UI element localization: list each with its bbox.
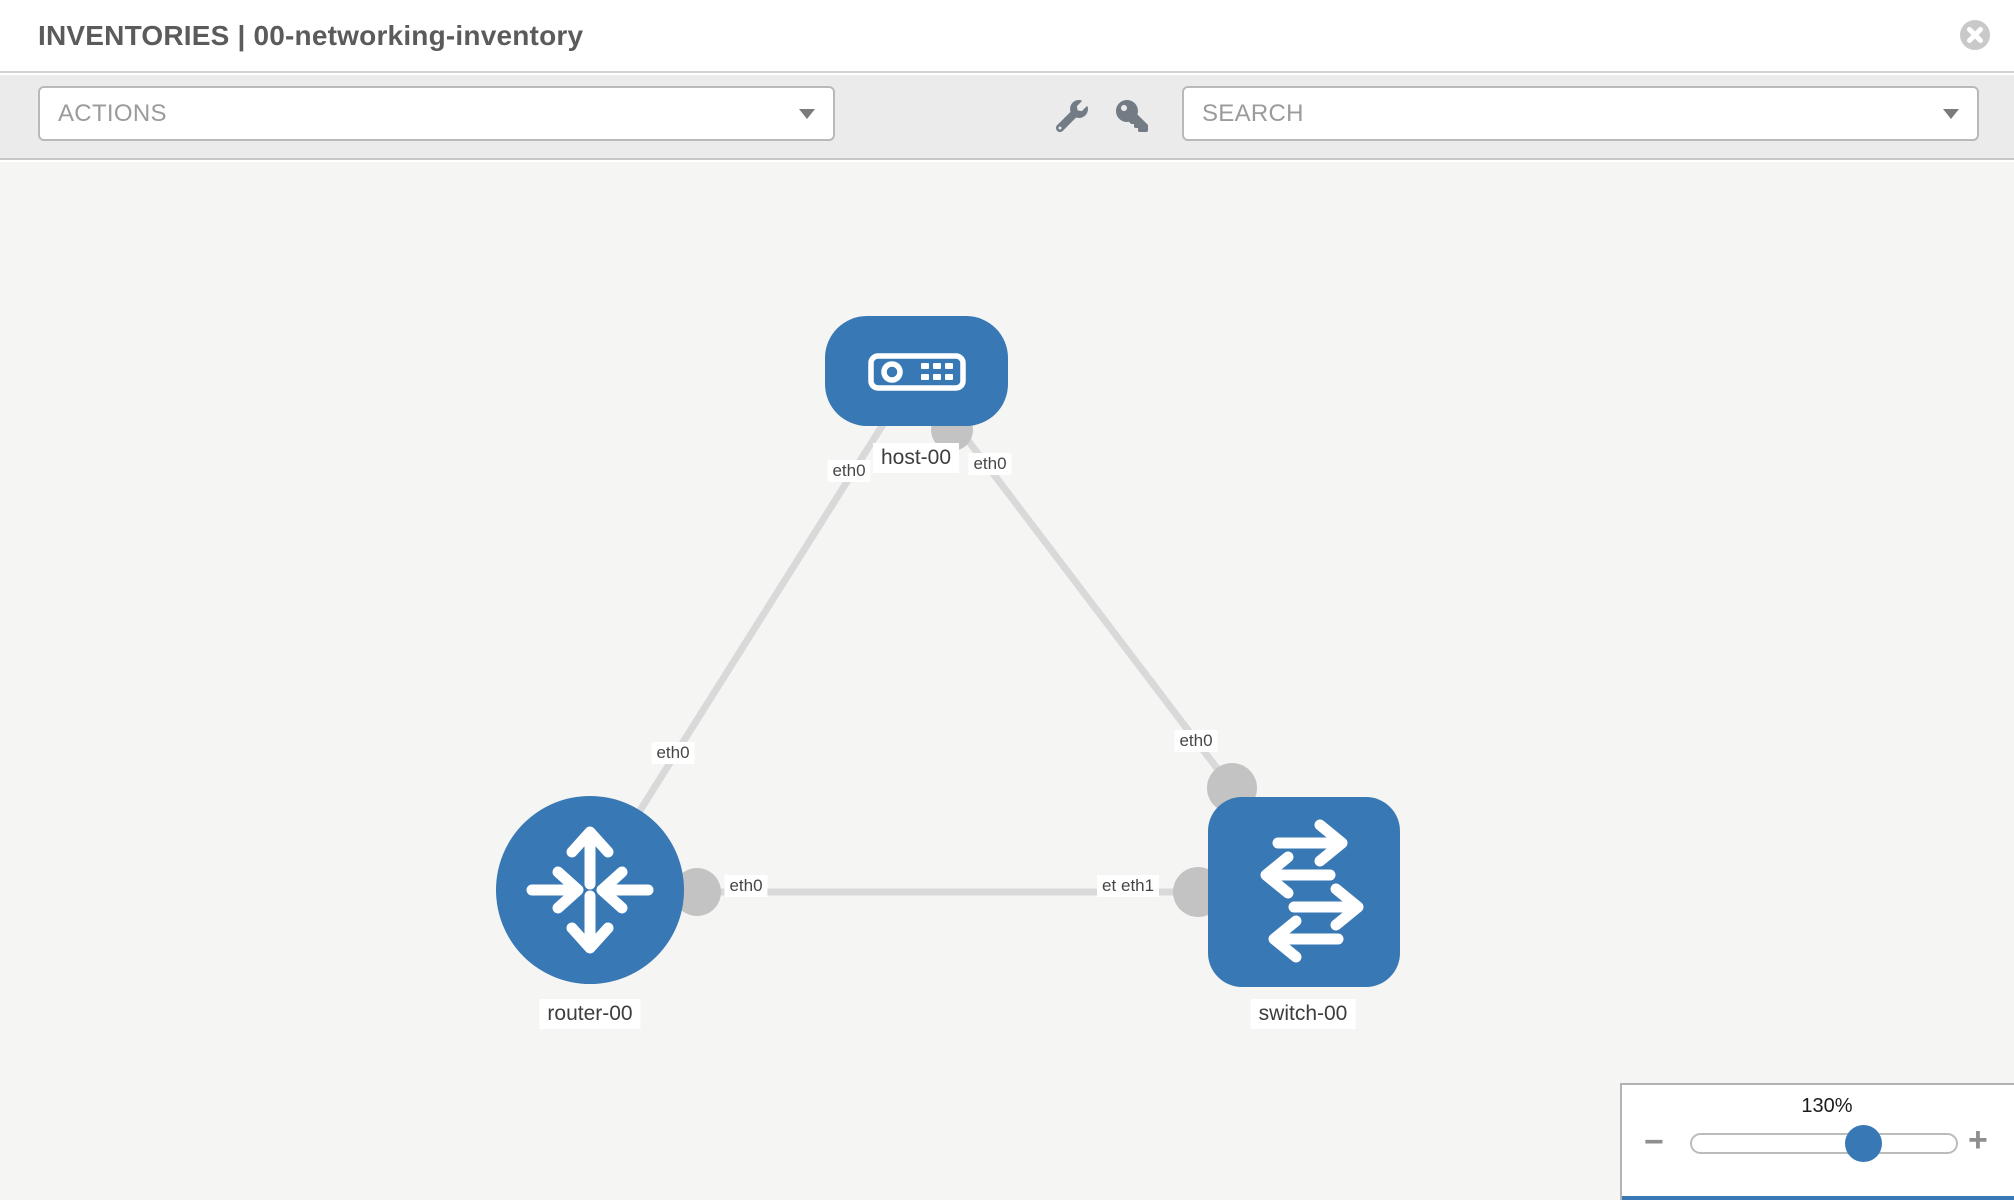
- interface-label: eth0: [651, 742, 695, 764]
- interface-label: eth0: [827, 460, 871, 482]
- search-dropdown[interactable]: SEARCH: [1182, 86, 1979, 141]
- zoom-panel: 130% − +: [1620, 1083, 2014, 1200]
- actions-dropdown[interactable]: ACTIONS: [38, 86, 835, 141]
- interface-label: eth0: [968, 453, 1012, 475]
- node-router-00[interactable]: [496, 796, 684, 984]
- node-switch-00[interactable]: [1208, 797, 1400, 987]
- key-icon: [1116, 99, 1148, 135]
- node-host-00[interactable]: [825, 316, 1008, 426]
- interface-label: eth0: [724, 875, 768, 897]
- node-label-host: host-00: [872, 443, 960, 473]
- zoom-level-label: 130%: [1801, 1095, 1853, 1117]
- zoom-out-button[interactable]: −: [1644, 1123, 1664, 1161]
- wrench-icon: [1055, 99, 1088, 135]
- chevron-down-icon: [799, 108, 815, 119]
- zoom-slider-thumb[interactable]: [1845, 1125, 1882, 1162]
- bottom-accent-strip: [1622, 1196, 2014, 1200]
- x-circle-icon: [1958, 20, 1992, 55]
- interface-connector: [673, 868, 721, 916]
- chevron-down-icon: [1943, 108, 1959, 119]
- close-button[interactable]: [1958, 18, 1992, 52]
- toolbar: ACTIONS SEARCH: [0, 75, 2014, 160]
- topology-canvas[interactable]: host-00 router-00 switch-00 eth0 eth0 et…: [0, 162, 2014, 1200]
- tools-button[interactable]: [1052, 97, 1092, 137]
- actions-dropdown-label: ACTIONS: [58, 99, 167, 127]
- page-title: INVENTORIES | 00-networking-inventory: [38, 20, 584, 51]
- zoom-in-button[interactable]: +: [1968, 1121, 1988, 1159]
- zoom-slider-track[interactable]: [1690, 1133, 1958, 1154]
- interface-label: eth0: [1174, 730, 1218, 752]
- search-dropdown-label: SEARCH: [1202, 99, 1304, 127]
- node-label-router: router-00: [539, 999, 641, 1029]
- interface-label: eth1: [1116, 875, 1160, 897]
- header: INVENTORIES | 00-networking-inventory: [0, 0, 2014, 73]
- node-label-switch: switch-00: [1250, 999, 1356, 1029]
- key-toggle-button[interactable]: [1112, 97, 1152, 137]
